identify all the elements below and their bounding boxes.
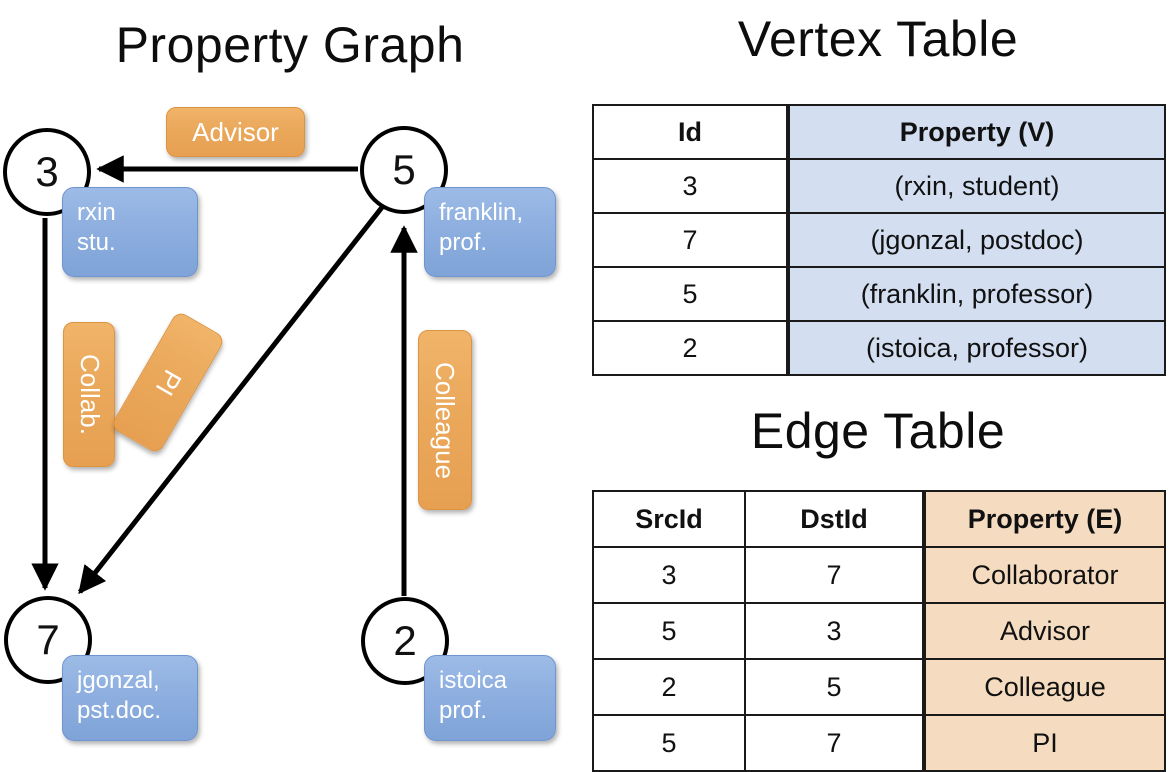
table-header-row: Id Property (V): [592, 104, 1166, 160]
column-header-property-e: Property (E): [922, 490, 1166, 548]
cell-property: (istoica, professor): [786, 320, 1166, 376]
cell-property: (franklin, professor): [786, 266, 1166, 322]
edge-label-advisor: Advisor: [166, 107, 305, 157]
cell-srcid: 2: [592, 658, 746, 716]
edge-5-to-7: [78, 204, 385, 595]
cell-srcid: 5: [592, 602, 746, 660]
cell-property: Advisor: [922, 602, 1166, 660]
edge-label-colleague: Colleague: [418, 330, 472, 510]
cell-id: 5: [592, 266, 789, 322]
graph-vertex-2[interactable]: 2: [361, 597, 449, 685]
edge-label-text: Advisor: [192, 116, 279, 147]
cell-dstid: 3: [744, 602, 925, 660]
cell-dstid: 7: [744, 546, 925, 604]
cell-id: 2: [592, 320, 789, 376]
cell-property: Collaborator: [922, 546, 1166, 604]
property-graph-diagram: 3 5 7 2 rxin stu. franklin, prof. jgonza…: [0, 0, 585, 760]
cell-property: PI: [922, 714, 1166, 772]
vertex-property-box-istoica: istoica prof.: [424, 655, 556, 741]
column-header-property-v: Property (V): [786, 104, 1166, 160]
vertex-property-box-franklin: franklin, prof.: [424, 187, 556, 277]
edge-table: SrcId DstId Property (E) 3 7 Collaborato…: [592, 490, 1166, 772]
vertex-id-label: 2: [393, 617, 417, 664]
page-title-vertex-table: Vertex Table: [737, 11, 1019, 67]
table-header-row: SrcId DstId Property (E): [592, 490, 1166, 548]
edge-label-collab: Collab.: [63, 322, 115, 467]
vertex-property-box-jgonzal: jgonzal, pst.doc.: [62, 655, 198, 741]
edge-label-text: PI: [149, 364, 188, 401]
vertex-table: Id Property (V) 3 (rxin, student) 7 (jgo…: [592, 104, 1166, 376]
cell-property: (rxin, student): [786, 158, 1166, 214]
cell-dstid: 5: [744, 658, 925, 716]
cell-id: 7: [592, 212, 789, 268]
cell-property: (jgonzal, postdoc): [786, 212, 1166, 268]
table-row: 7 (jgonzal, postdoc): [592, 212, 1166, 268]
vertex-id-label: 7: [36, 616, 60, 663]
table-row: 3 7 Collaborator: [592, 546, 1166, 604]
table-row: 2 5 Colleague: [592, 658, 1166, 716]
column-header-srcid: SrcId: [592, 490, 746, 548]
page-title-edge-table: Edge Table: [750, 403, 1006, 459]
column-header-id: Id: [592, 104, 789, 160]
graph-vertex-5[interactable]: 5: [360, 126, 448, 214]
vertex-id-label: 5: [392, 146, 416, 193]
cell-dstid: 7: [744, 714, 925, 772]
cell-srcid: 5: [592, 714, 746, 772]
table-row: 3 (rxin, student): [592, 158, 1166, 214]
table-row: 5 7 PI: [592, 714, 1166, 772]
table-row: 5 3 Advisor: [592, 602, 1166, 660]
vertex-id-label: 3: [35, 148, 59, 195]
vertex-property-box-rxin: rxin stu.: [62, 187, 198, 277]
cell-property: Colleague: [922, 658, 1166, 716]
edge-label-text: Collab.: [74, 354, 105, 435]
graph-edges-svg: [31, 155, 418, 596]
edge-label-text: Colleague: [430, 361, 461, 479]
cell-id: 3: [592, 158, 789, 214]
page-title-property-graph: Property Graph: [115, 17, 465, 73]
table-row: 5 (franklin, professor): [592, 266, 1166, 322]
table-row: 2 (istoica, professor): [592, 320, 1166, 376]
cell-srcid: 3: [592, 546, 746, 604]
column-header-dstid: DstId: [744, 490, 925, 548]
